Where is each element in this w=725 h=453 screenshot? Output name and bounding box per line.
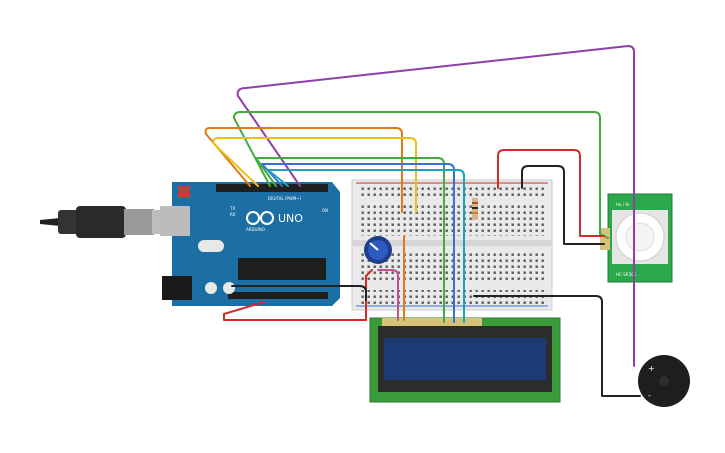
usb-cable <box>40 206 172 238</box>
reset-button[interactable] <box>178 186 190 198</box>
wire-teal[interactable] <box>267 169 465 323</box>
rx-label: RX <box>230 212 236 217</box>
wire-purple[interactable] <box>236 45 635 367</box>
board-model-label: UNO <box>278 212 303 225</box>
wire-pink-jumper[interactable] <box>377 269 399 321</box>
tx-label: TX <box>229 206 235 211</box>
wire-black-gnd[interactable] <box>231 285 367 301</box>
arduino-board[interactable]: UNO ARDUINO DIGITAL (PWM~) TX RX ON <box>160 182 340 306</box>
arduino-logo-icon <box>246 211 274 225</box>
capacitor <box>223 282 235 294</box>
lcd-screen <box>384 338 546 380</box>
power-on-label: ON <box>322 208 328 213</box>
lcd-display <box>369 317 561 403</box>
potentiometer[interactable] <box>364 236 392 264</box>
capacitor <box>205 282 217 294</box>
center-channel <box>352 240 552 246</box>
wire-red-bottom[interactable] <box>223 269 373 321</box>
wire-yellow[interactable] <box>212 137 417 213</box>
wire-black-top[interactable] <box>521 165 605 245</box>
wire-red-top[interactable] <box>497 149 605 237</box>
usb-port <box>160 206 190 236</box>
wire-green[interactable] <box>233 111 609 239</box>
wire-black-buzzer[interactable] <box>473 295 641 397</box>
power-rail-top <box>358 184 546 198</box>
crystal <box>198 240 224 252</box>
lcd-pin-header <box>382 318 482 326</box>
microcontroller-chip <box>238 258 326 280</box>
power-jack <box>162 276 192 300</box>
pir-sensor[interactable]: Ho / Hi HC-SR501 <box>600 193 673 283</box>
digital-header <box>216 184 328 192</box>
buzzer: + - <box>638 355 690 407</box>
pir-label-bottom: HC-SR501 <box>616 272 637 277</box>
digital-header-label: DIGITAL (PWM~) <box>268 196 302 201</box>
terminal-strip-top <box>358 204 546 236</box>
wire-orange[interactable] <box>204 127 403 213</box>
analog-header <box>228 292 328 299</box>
buzzer-minus-label: - <box>648 391 651 400</box>
buzzer-plus-label: + <box>648 364 655 373</box>
resistor <box>472 198 478 220</box>
board-logo-text: ARDUINO <box>246 227 265 232</box>
pir-label-top: Ho / Hi <box>616 202 629 207</box>
wiring <box>204 45 641 397</box>
